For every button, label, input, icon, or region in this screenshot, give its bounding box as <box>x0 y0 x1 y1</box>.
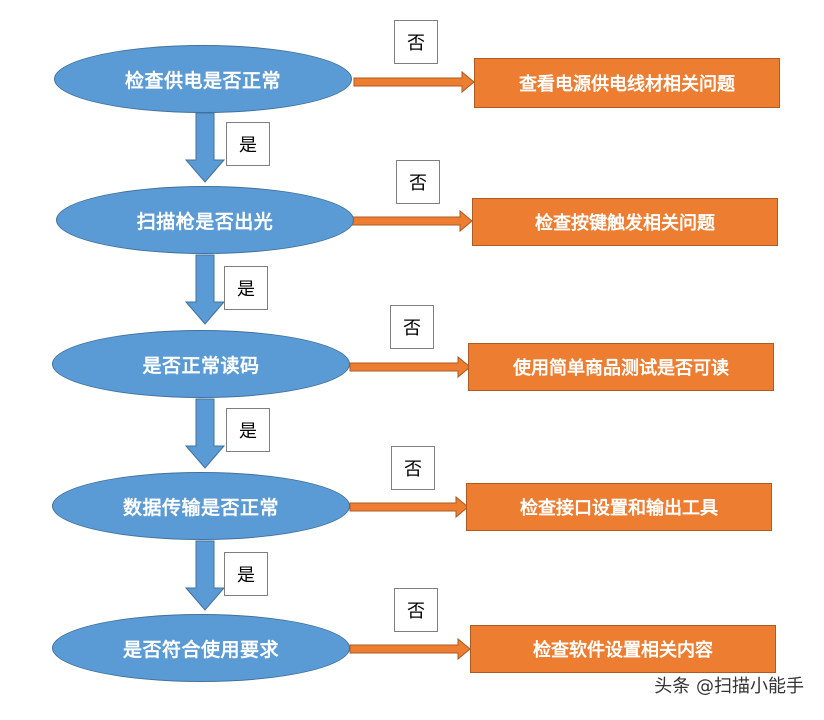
check-reading-label: 是否正常读码 <box>142 354 260 377</box>
check-reading-node: 是否正常读码 <box>52 330 350 398</box>
action-trigger-box: 检查按键触发相关问题 <box>472 198 778 246</box>
action-test-box: 使用简单商品测试是否可读 <box>468 343 774 391</box>
action-test-label: 使用简单商品测试是否可读 <box>513 358 729 379</box>
check-power-label: 检查供电是否正常 <box>124 69 281 92</box>
down-arrow-2 <box>184 254 226 325</box>
yes-label-3: 是 <box>226 408 270 452</box>
action-interface-label: 检查接口设置和输出工具 <box>520 498 718 519</box>
right-arrow-3 <box>349 355 471 379</box>
action-power-box: 查看电源供电线材相关问题 <box>474 58 780 108</box>
action-software-box: 检查软件设置相关内容 <box>470 625 776 673</box>
no-label-1: 否 <box>394 20 438 64</box>
yes-label-4: 是 <box>224 552 268 596</box>
no-label-4: 否 <box>391 446 435 490</box>
check-transmission-label: 数据传输是否正常 <box>122 496 279 519</box>
no-label-3: 否 <box>390 305 434 349</box>
action-power-label: 查看电源供电线材相关问题 <box>519 74 735 95</box>
check-requirements-node: 是否符合使用要求 <box>52 614 350 682</box>
action-trigger-label: 检查按键触发相关问题 <box>535 213 715 234</box>
check-requirements-label: 是否符合使用要求 <box>122 638 279 661</box>
down-arrow-3 <box>184 398 226 469</box>
check-laser-node: 扫描枪是否出光 <box>56 186 354 254</box>
right-arrow-2 <box>351 209 473 233</box>
check-laser-label: 扫描枪是否出光 <box>136 210 274 233</box>
watermark-text: 头条 @扫描小能手 <box>654 676 804 697</box>
action-interface-box: 检查接口设置和输出工具 <box>466 483 772 531</box>
down-arrow-4 <box>184 540 226 611</box>
right-arrow-4 <box>349 495 469 519</box>
check-power-node: 检查供电是否正常 <box>54 45 352 113</box>
no-label-5: 否 <box>394 588 438 632</box>
down-arrow-1 <box>184 112 226 183</box>
yes-label-2: 是 <box>224 266 268 310</box>
right-arrow-5 <box>349 637 471 661</box>
check-transmission-node: 数据传输是否正常 <box>52 472 350 540</box>
yes-label-1: 是 <box>226 122 270 166</box>
right-arrow-1 <box>353 70 475 94</box>
no-label-2: 否 <box>396 160 440 204</box>
action-software-label: 检查软件设置相关内容 <box>533 640 713 661</box>
